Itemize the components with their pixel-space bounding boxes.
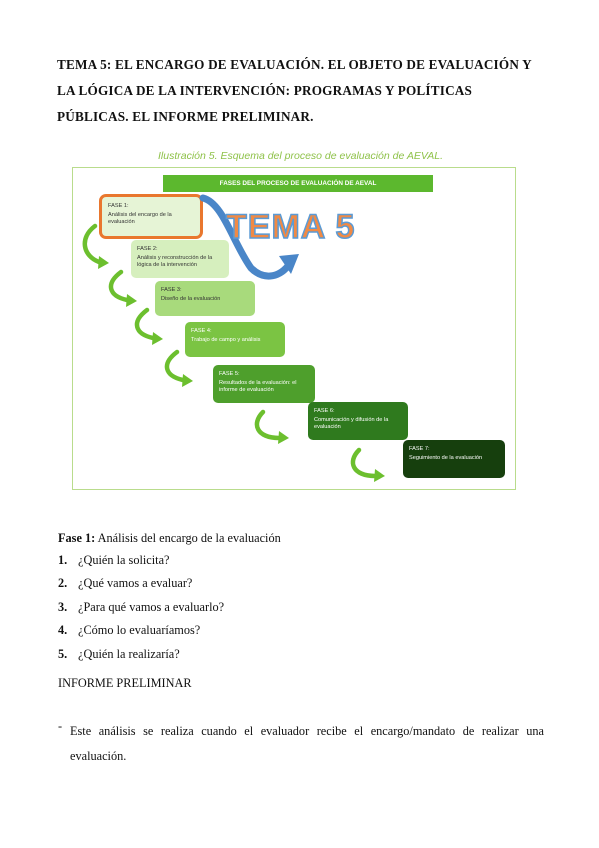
phase-1-description: Análisis del encargo de la evaluación	[108, 211, 172, 226]
phase-3-number: FASE 3:	[161, 287, 182, 293]
curved-arrow-icon	[108, 269, 130, 303]
question-number: 1.	[58, 553, 68, 567]
list-item: 4. ¿Cómo lo evaluaríamos?	[58, 623, 224, 646]
phase-6-description: Comunicación y difusión de la evaluación	[314, 416, 389, 431]
question-text: ¿Cómo lo evaluaríamos?	[78, 623, 201, 638]
phase-1-box: FASE 1: Análisis del encargo de la evalu…	[99, 194, 203, 239]
phase-2-description: Análisis y reconstrucción de la lógica d…	[137, 254, 213, 269]
phase-1-number: FASE 1:	[108, 203, 129, 209]
tema-5-label: TEMA 5	[225, 207, 356, 247]
phase-5-description: Resultados de la evaluación: el informe …	[219, 379, 297, 394]
phase-3-description: Diseño de la evaluación	[161, 295, 221, 302]
phase-4-number: FASE 4:	[191, 328, 212, 334]
phase-2-number: FASE 2:	[137, 246, 158, 252]
phase-6-box: FASE 6: Comunicación y difusión de la ev…	[308, 402, 408, 440]
figure-caption: Ilustración 5. Esquema del proceso de ev…	[158, 150, 444, 162]
phase-7-description: Seguimiento de la evaluación	[409, 454, 483, 461]
arrowhead-icon	[152, 332, 163, 345]
phase-6-number: FASE 6:	[314, 408, 335, 414]
question-text: ¿Para qué vamos a evaluarlo?	[78, 599, 225, 614]
phase-4-box: FASE 4: Trabajo de campo y análisis	[185, 322, 285, 357]
curved-arrow-icon	[350, 447, 378, 479]
bullet-dash: -	[58, 719, 63, 733]
process-diagram: FASES DEL PROCESO DE EVALUACIÓN DE AEVAL…	[72, 167, 516, 490]
arrowhead-icon	[374, 469, 385, 482]
question-number: 3.	[58, 599, 68, 614]
phase-heading: Fase 1: Análisis del encargo de la evalu…	[58, 531, 281, 546]
phase-5-box: FASE 5: Resultados de la evaluación: el …	[213, 365, 315, 403]
curved-arrow-icon	[134, 307, 156, 341]
phase-4-description: Trabajo de campo y análisis	[191, 336, 261, 343]
question-text: ¿Quién la solicita?	[78, 553, 170, 567]
question-text: ¿Qué vamos a evaluar?	[78, 576, 193, 591]
bullet-item: - Este análisis se realiza cuando el eva…	[58, 719, 544, 769]
question-number: 5.	[58, 646, 68, 661]
list-item: 2. ¿Qué vamos a evaluar?	[58, 576, 224, 599]
document-title: TEMA 5: EL ENCARGO DE EVALUACIÓN. EL OBJ…	[57, 57, 532, 124]
question-number: 2.	[58, 576, 68, 591]
arrowhead-icon	[278, 431, 289, 444]
phase-3-box: FASE 3: Diseño de la evaluación	[155, 281, 255, 316]
curved-arrow-icon	[164, 349, 186, 383]
curved-arrow-icon	[82, 223, 102, 265]
list-item: 3. ¿Para qué vamos a evaluarlo?	[58, 600, 224, 623]
phase-2-box: FASE 2: Análisis y reconstrucción de la …	[131, 240, 229, 278]
phase-7-box: FASE 7: Seguimiento de la evaluación	[403, 440, 505, 478]
curved-arrow-icon	[254, 409, 282, 441]
list-item: 1. ¿Quién la solicita?	[58, 553, 224, 576]
arrowhead-icon	[182, 374, 193, 387]
diagram-header: FASES DEL PROCESO DE EVALUACIÓN DE AEVAL	[163, 175, 433, 192]
informe-heading: INFORME PRELIMINAR	[58, 676, 192, 690]
question-number: 4.	[58, 623, 68, 638]
blue-arrowhead-icon	[279, 254, 299, 274]
phase-5-number: FASE 5:	[219, 371, 240, 377]
list-item: 5. ¿Quién la realizaría?	[58, 647, 224, 670]
phase-heading-label: Fase 1:	[58, 531, 96, 545]
arrowhead-icon	[126, 294, 137, 307]
arrowhead-icon	[98, 256, 109, 269]
question-list: 1. ¿Quién la solicita? 2. ¿Qué vamos a eva…	[58, 553, 224, 670]
phase-heading-text: Análisis del encargo de la evaluación	[95, 531, 281, 545]
question-text: ¿Quién la realizaría?	[78, 646, 180, 661]
bullet-text: Este análisis se realiza cuando el evalu…	[70, 724, 544, 763]
phase-7-number: FASE 7:	[409, 446, 430, 452]
